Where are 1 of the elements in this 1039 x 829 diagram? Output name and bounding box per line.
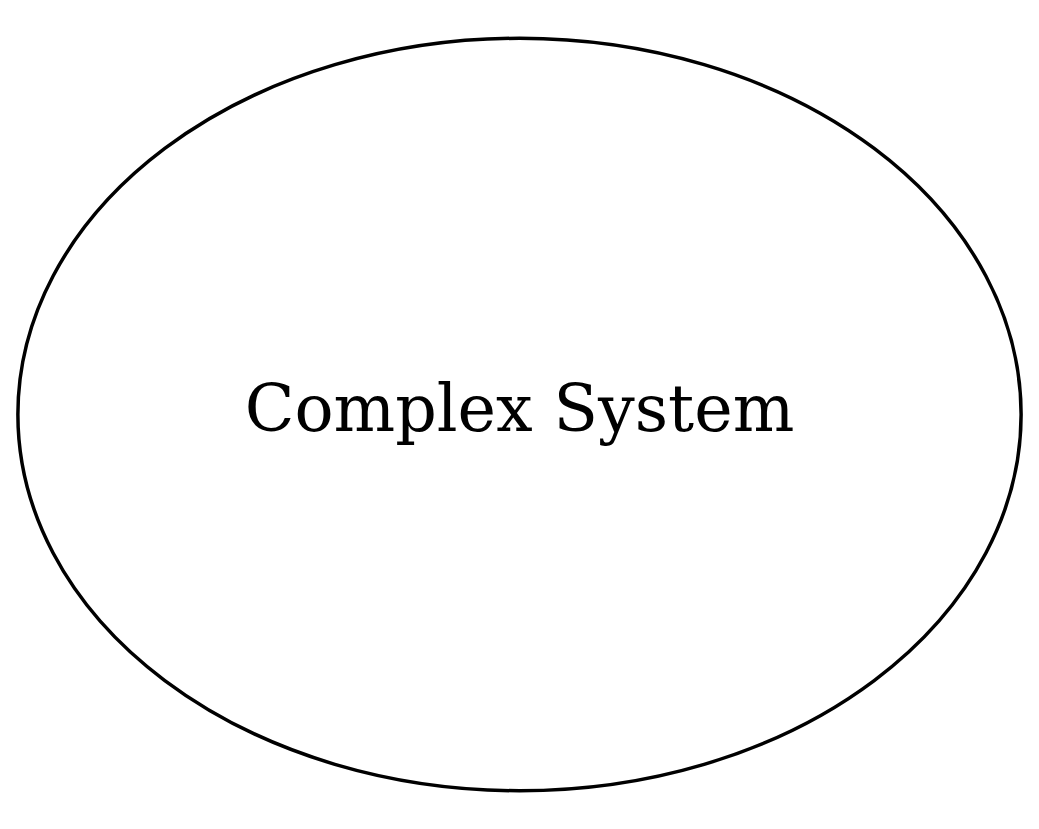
node-ellipse: Complex System	[16, 36, 1023, 793]
